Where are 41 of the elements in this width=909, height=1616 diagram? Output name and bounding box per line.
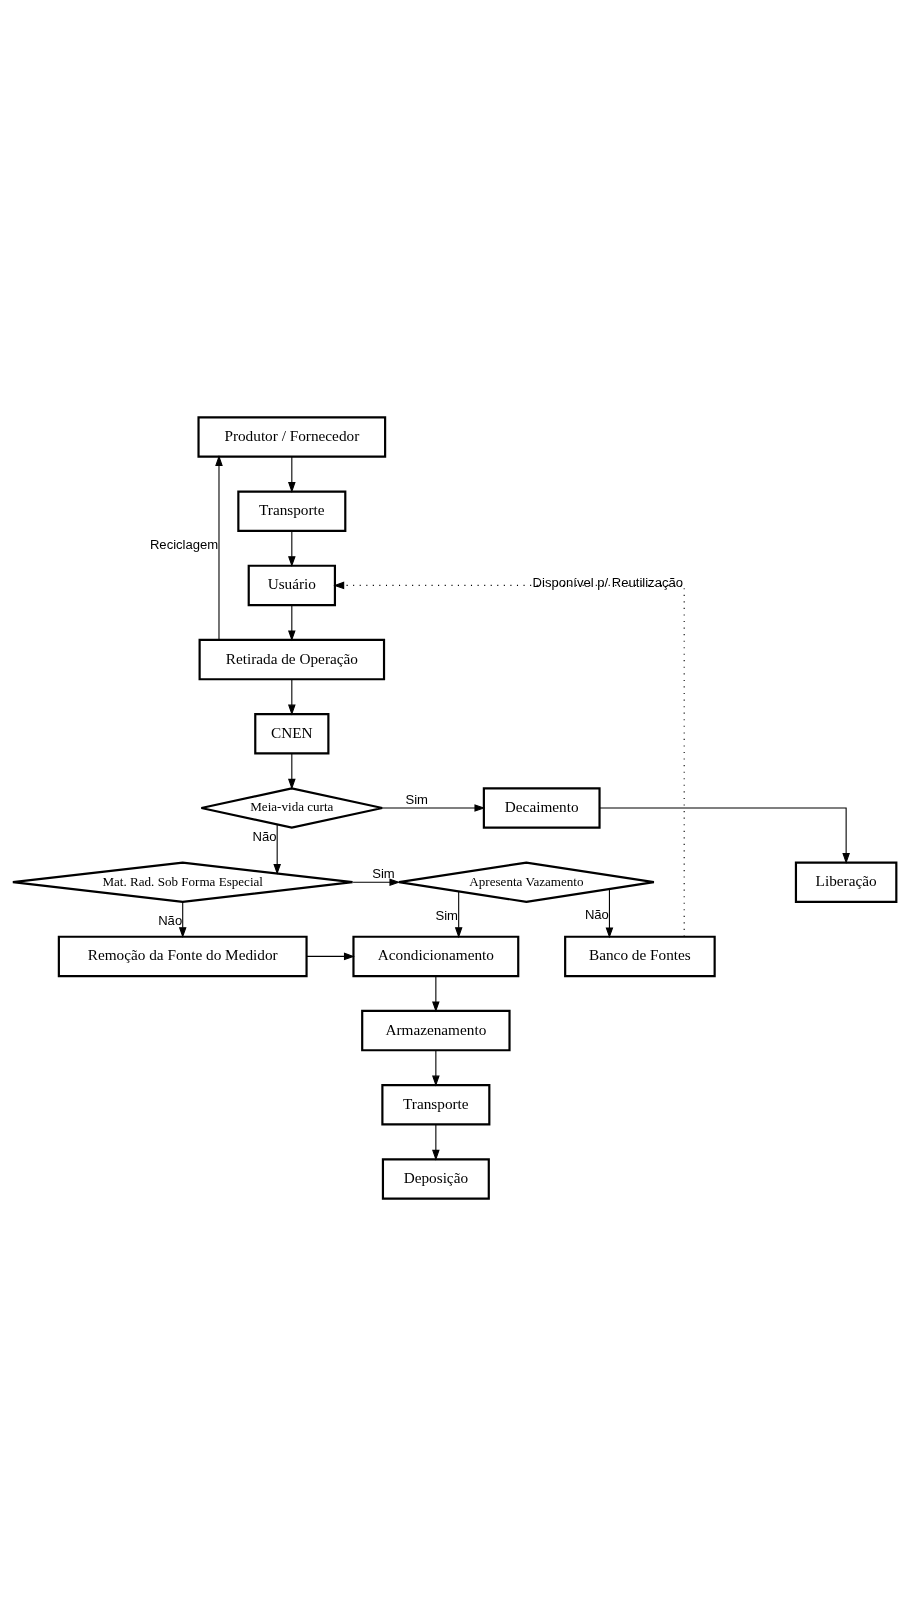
arrow — [215, 455, 223, 641]
node-box: Armazenamento — [361, 1009, 511, 1052]
arrow — [306, 952, 355, 961]
node-diamond: Apresenta Vazamento — [397, 861, 655, 903]
arrow — [352, 878, 401, 886]
node-box: Produtor / Fornecedor — [197, 416, 387, 458]
edge-label: Não — [584, 907, 609, 923]
arrow — [599, 807, 850, 864]
edge-label: Sim — [435, 908, 458, 924]
edge-label: Não — [252, 828, 277, 844]
node-box: Remoção da Fonte do Medidor — [57, 935, 308, 978]
arrow — [288, 604, 296, 642]
edge-label: Reciclagem — [149, 536, 219, 552]
arrow — [432, 1124, 440, 1161]
node-box: Transporte — [381, 1084, 491, 1126]
node-diamond: Meia-vida curta — [200, 787, 384, 829]
arrow — [432, 975, 440, 1013]
arrow — [288, 753, 296, 790]
edge-label: Sim — [372, 866, 395, 882]
arrow — [432, 1049, 440, 1087]
edge-label: Não — [158, 913, 183, 929]
node-box: Transporte — [237, 490, 347, 532]
node-box: Acondicionamento — [352, 935, 520, 978]
arrow — [288, 530, 296, 568]
node-box: CNEN — [254, 713, 330, 755]
node-box: Banco de Fontes — [564, 935, 716, 978]
edge-label: Disponível p/ Reutilização — [532, 574, 684, 590]
arrow — [273, 823, 281, 875]
node-box: Deposição — [381, 1158, 490, 1200]
node-box: Decaimento — [482, 787, 601, 829]
node-box: Usuário — [247, 564, 336, 607]
arrow — [288, 456, 296, 493]
node-box: Liberação — [794, 861, 898, 903]
arrow — [333, 581, 685, 937]
edge-label: Sim — [405, 792, 428, 808]
arrow — [288, 678, 296, 716]
arrow — [454, 891, 463, 939]
arrow — [605, 888, 614, 939]
arrow — [178, 901, 187, 939]
arrow — [381, 804, 486, 812]
node-box: Retirada de Operação — [198, 638, 386, 681]
